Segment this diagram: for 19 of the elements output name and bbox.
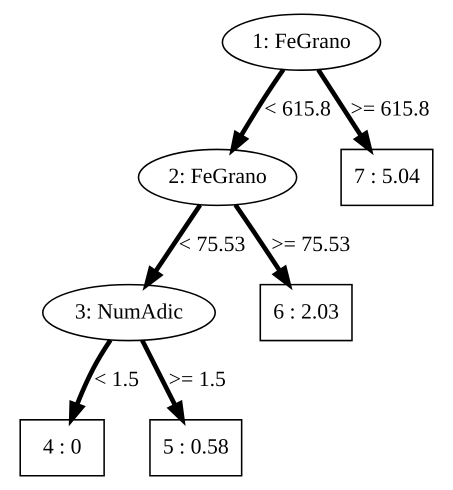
edge-label: < 75.53 xyxy=(178,232,246,256)
node-box: 4 : 0 xyxy=(19,419,105,477)
edge-label: >= 75.53 xyxy=(271,232,350,256)
edge-label: >= 615.8 xyxy=(350,96,430,121)
node-box: 5 : 0.58 xyxy=(149,419,242,477)
edge-label: < 1.5 xyxy=(94,366,140,391)
arrow xyxy=(68,338,112,426)
edge-label: < 615.8 xyxy=(264,96,331,121)
arrow xyxy=(316,68,374,156)
node-box: 7 : 5.04 xyxy=(340,148,434,206)
node-ellipse: 3: NumAdic xyxy=(42,284,216,342)
edge-label: >= 1.5 xyxy=(168,366,226,391)
arrow xyxy=(140,339,186,426)
arrow xyxy=(229,68,286,156)
node-box: 6 : 2.03 xyxy=(260,284,353,342)
arrow xyxy=(142,204,202,291)
arrow xyxy=(234,204,293,290)
node-ellipse: 2: FeGrano xyxy=(138,148,298,206)
node-ellipse: 1: FeGrano xyxy=(222,13,382,71)
